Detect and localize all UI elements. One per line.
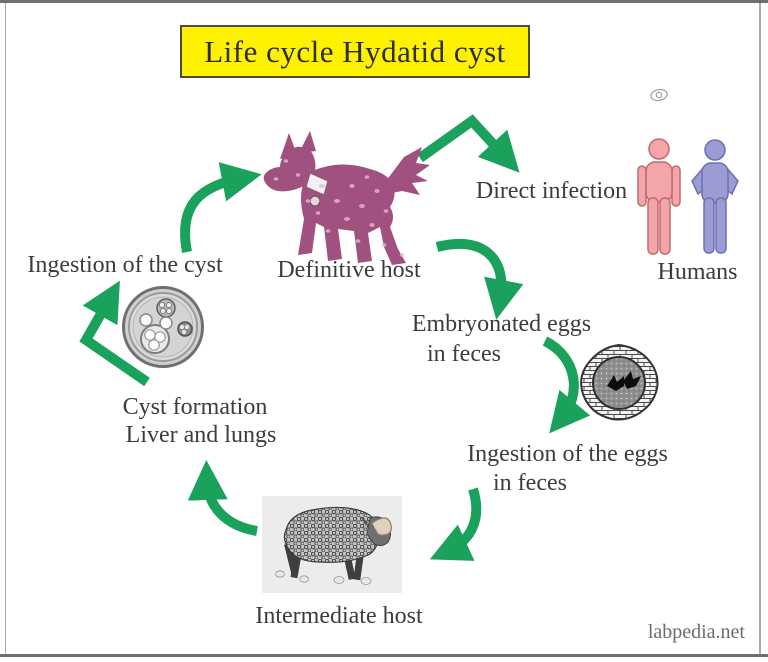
- human-figure-pink: [637, 138, 681, 255]
- humans-illustration: [637, 138, 739, 255]
- arrow-dog-to-embryonated-eggs: [435, 238, 524, 320]
- human-figure-purple: [691, 139, 739, 254]
- cyst-illustration: [122, 286, 204, 368]
- egg-hooklets: [607, 371, 641, 391]
- label-ingestion-cyst: Ingestion of the cyst: [27, 252, 223, 278]
- frame-right-border: [759, 3, 761, 654]
- label-ingestion-eggs-1: Ingestion of the eggs: [467, 441, 668, 467]
- arrow-intermediate-host-to-cyst-formation: [187, 460, 258, 536]
- arrow-dog-to-direct-infection: [417, 114, 520, 173]
- frame-top-border: [0, 0, 768, 3]
- arrow-ingestion-eggs-to-intermediate-host: [429, 487, 482, 561]
- label-cyst-formation-2: Liver and lungs: [125, 422, 277, 448]
- frame-bottom-border: [0, 654, 768, 657]
- label-humans: Humans: [657, 259, 738, 285]
- label-direct-infection: Direct infection: [475, 178, 628, 204]
- frame-left-border: [5, 3, 6, 654]
- label-cyst-formation-1: Cyst formation: [122, 394, 268, 420]
- arrow-ingestion-cyst-to-dog: [180, 162, 262, 253]
- arrow-embryonated-to-ingestion-eggs: [542, 336, 591, 434]
- label-ingestion-eggs-2: in feces: [493, 470, 567, 496]
- label-embryonated-eggs-1: Embryonated eggs: [411, 311, 592, 337]
- eye-icon: [650, 88, 668, 102]
- title-box: Life cycle Hydatid cyst: [180, 25, 530, 78]
- dog-spots: [273, 159, 405, 257]
- egg-illustration: [580, 343, 659, 421]
- page-title: Life cycle Hydatid cyst: [204, 33, 506, 69]
- label-definitive-host: Definitive host: [277, 257, 421, 283]
- sheep-photo: [262, 496, 402, 593]
- arrow-cyst-formation-to-ingestion-cyst: [79, 280, 150, 387]
- label-intermediate-host: Intermediate host: [255, 603, 423, 629]
- dog-illustration: [263, 131, 430, 265]
- label-embryonated-eggs-2: in feces: [427, 341, 501, 367]
- watermark-labpedia: labpedia.net: [647, 621, 745, 643]
